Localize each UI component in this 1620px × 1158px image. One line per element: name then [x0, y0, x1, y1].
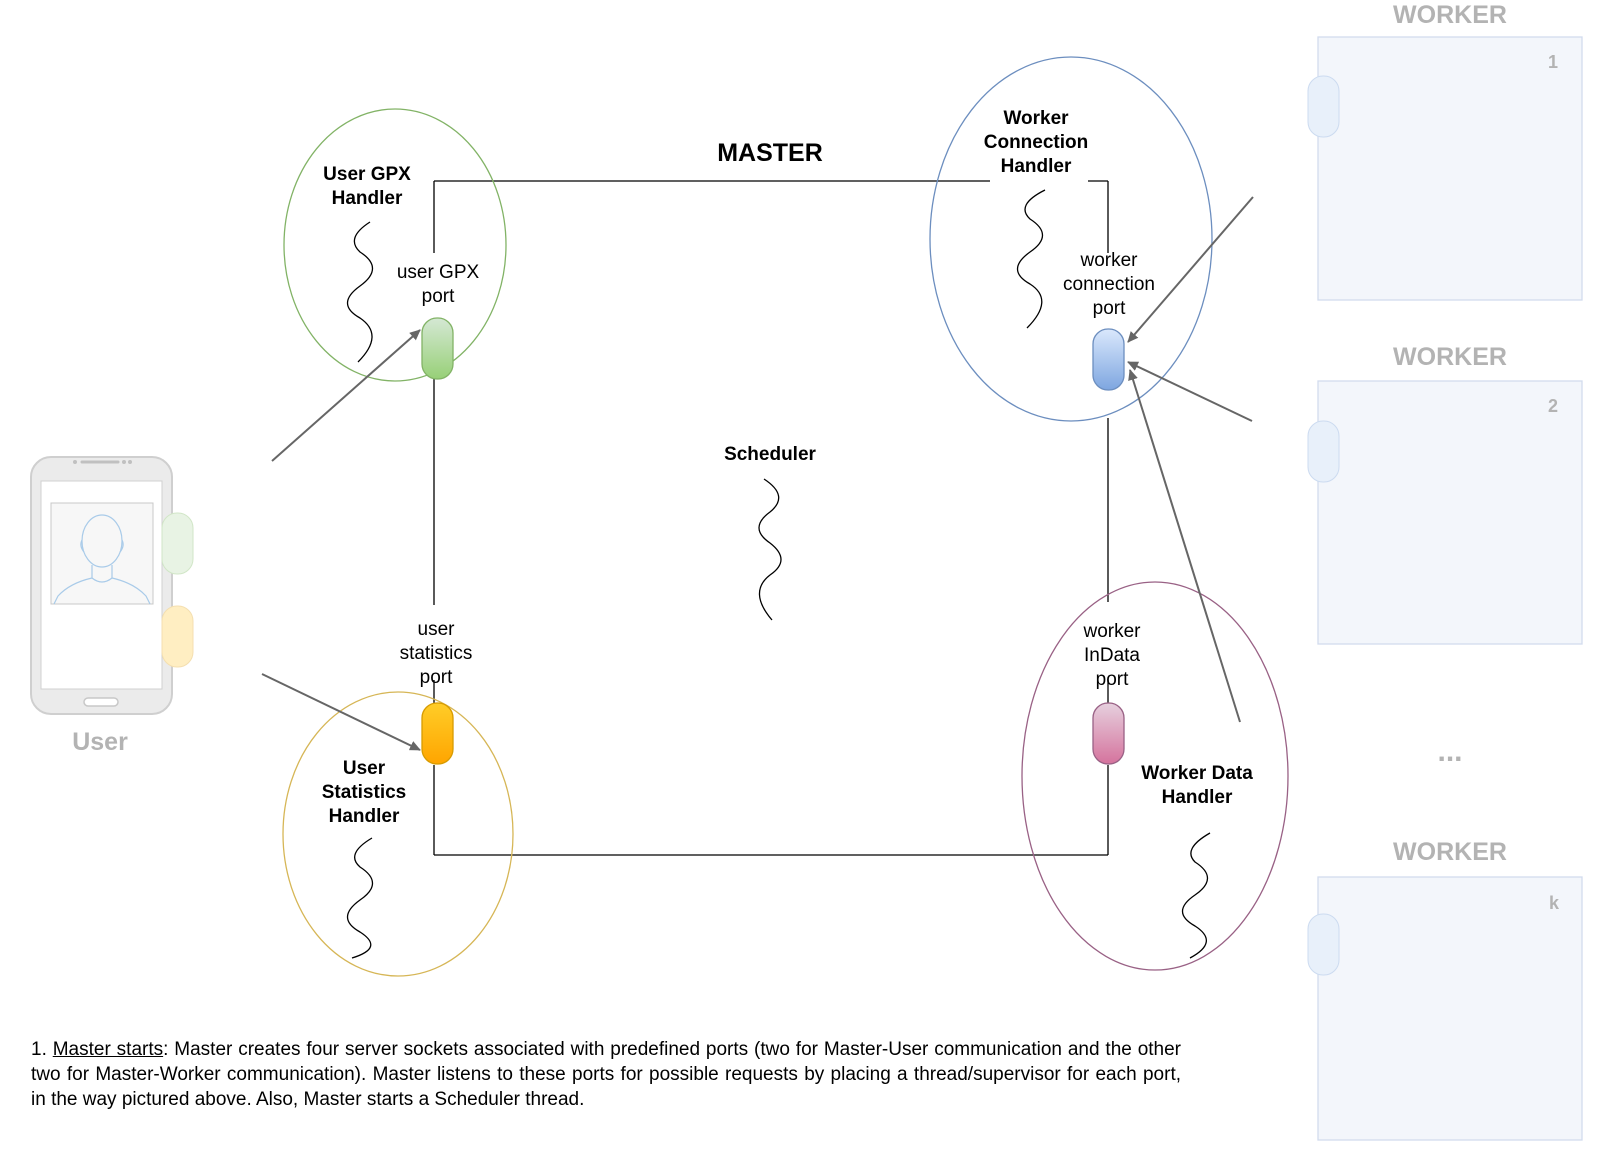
- arrow-worker-1-to-connection-port: [1127, 196, 1254, 343]
- worker-box-2: [1307, 380, 1583, 645]
- arrow-worker-data-to-connection-port: [1128, 369, 1241, 723]
- worker-connection-port: [1092, 328, 1125, 391]
- worker-connection-port-label: worker connection port: [1063, 250, 1155, 319]
- arrow-worker-2-to-connection-port: [1127, 361, 1253, 422]
- user-gpx-handler-ellipse: [283, 108, 507, 382]
- user-statistics-thread-icon: [346, 837, 374, 959]
- scheduler-thread-icon: [758, 478, 782, 621]
- user-statistics-port: [421, 702, 454, 765]
- user-phone-icon: [30, 456, 194, 715]
- worker-box-1: [1307, 36, 1583, 301]
- user-label: User: [72, 728, 128, 756]
- user-statistics-port-label: user statistics port: [399, 619, 473, 688]
- master-title: MASTER: [717, 139, 823, 167]
- worker-data-handler-label: Worker Data Handler: [1141, 763, 1253, 808]
- worker-connection-thread-icon: [1016, 189, 1046, 329]
- scheduler-label: Scheduler: [724, 444, 816, 465]
- worker-k-title: WORKER: [1393, 838, 1507, 866]
- master-frame: [433, 180, 1109, 856]
- user-gpx-handler-label: User GPX Handler: [323, 164, 411, 209]
- user-statistics-handler-label: User Statistics Handler: [321, 758, 407, 827]
- user-gpx-thread-icon: [346, 221, 374, 363]
- worker-1-index: 1: [1548, 52, 1559, 72]
- worker-connection-handler-label: Worker Connection Handler: [980, 107, 1092, 179]
- step-body: : Master creates four server sockets ass…: [31, 1039, 1181, 1110]
- step-heading: Master starts: [52, 1039, 164, 1060]
- user-gpx-port-label: user GPX port: [396, 262, 480, 307]
- worker-2-index: 2: [1548, 396, 1559, 416]
- arrow-user-to-statistics-port: [261, 673, 421, 751]
- worker-indata-port: [1092, 702, 1125, 765]
- worker-data-handler-ellipse: [1021, 581, 1289, 971]
- user-gpx-port: [421, 317, 454, 380]
- worker-1-title: WORKER: [1393, 1, 1507, 29]
- step-number: 1.: [31, 1039, 47, 1060]
- arrow-user-to-gpx-port: [271, 329, 421, 462]
- worker-indata-port-label: worker InData port: [1083, 621, 1141, 690]
- worker-k-index: k: [1549, 893, 1560, 913]
- worker-connection-handler-ellipse: [929, 56, 1213, 422]
- user-statistics-handler-ellipse: [282, 691, 514, 977]
- step-description: 1. Master starts: Master creates four se…: [31, 1037, 1181, 1112]
- worker-2-title: WORKER: [1393, 343, 1507, 371]
- worker-box-k: [1307, 876, 1583, 1141]
- workers-ellipsis: ...: [1437, 735, 1463, 768]
- worker-data-thread-icon: [1181, 832, 1211, 959]
